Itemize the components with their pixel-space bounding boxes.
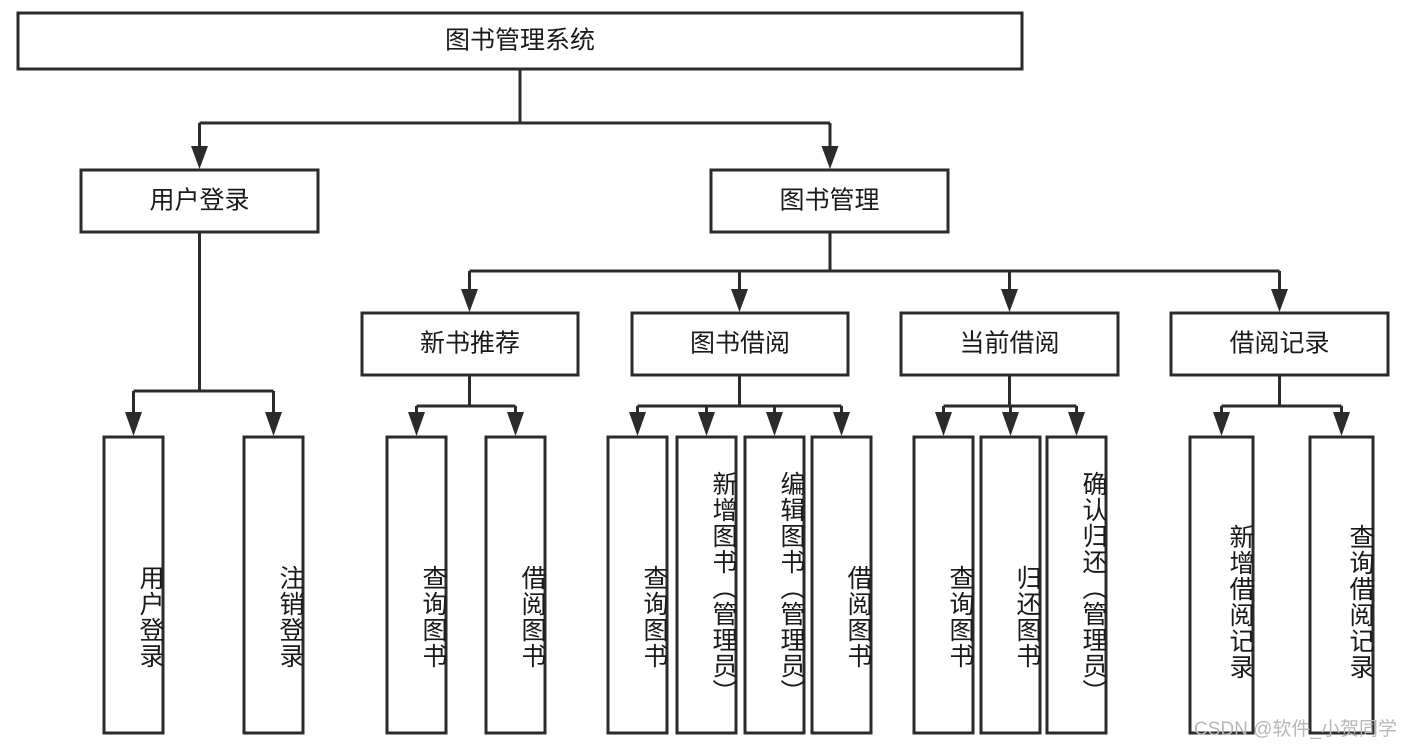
node-book-borrow-box[interactable]	[630, 311, 850, 377]
arrow-bookmgmt-to-borrow-icon	[731, 289, 748, 312]
node-new-book-recommend-box[interactable]	[360, 311, 580, 377]
node-root-box[interactable]	[16, 11, 1024, 71]
leaf-box-query-book-borrow[interactable]	[606, 435, 669, 735]
arrow-bookborrow-leaf-3-icon	[766, 412, 783, 436]
node-borrow-record-label: 借阅记录	[1229, 330, 1329, 358]
leaf-box-add-borrow-record[interactable]	[1188, 435, 1255, 735]
node-book-management-label: 图书管理	[779, 187, 879, 215]
arrow-currentborrow-leaf-3-icon	[1068, 412, 1085, 436]
arrow-bookborrow-leaf-1-icon	[629, 412, 646, 436]
node-book-borrow-label: 图书借阅	[690, 330, 790, 358]
arrow-bookmgmt-to-current-icon	[1001, 289, 1018, 312]
node-root-label: 图书管理系统	[445, 27, 595, 55]
leaf-box-confirm-return-admin[interactable]	[1045, 435, 1108, 735]
leaf-box-add-book-admin[interactable]	[675, 435, 738, 735]
leaf-box-borrow-book[interactable]	[810, 435, 873, 735]
arrow-borrowrecord-leaf-2-icon	[1333, 412, 1350, 436]
arrow-bookmgmt-to-record-icon	[1271, 289, 1288, 312]
arrow-borrowrecord-leaf-1-icon	[1213, 412, 1230, 436]
leaf-box-edit-book-admin[interactable]	[743, 435, 806, 735]
node-new-book-recommend-label: 新书推荐	[420, 330, 520, 358]
leaf-box-query-book-newbook[interactable]	[385, 435, 448, 735]
arrow-currentborrow-leaf-1-icon	[935, 412, 952, 436]
leaf-box-return-book[interactable]	[979, 435, 1042, 735]
leaf-box-query-borrow-record[interactable]	[1308, 435, 1375, 735]
leaf-box-logout[interactable]	[242, 435, 305, 735]
arrow-root-to-user-login-icon	[191, 146, 208, 169]
node-current-borrow-label: 当前借阅	[959, 330, 1059, 358]
arrow-bookborrow-leaf-4-icon	[833, 412, 850, 436]
connectors-group	[125, 69, 1350, 436]
leaf-box-user-login[interactable]	[102, 435, 165, 735]
arrow-userlogin-leaf-2-icon	[265, 412, 282, 436]
leaf-box-borrow-book-newbook[interactable]	[484, 435, 547, 735]
arrow-bookmgmt-to-newbook-icon	[461, 289, 478, 312]
csdn-watermark: CSDN @软件_小贺同学	[1194, 719, 1397, 740]
arrow-root-to-book-mgmt-icon	[821, 146, 839, 169]
node-borrow-record-box[interactable]	[1169, 311, 1390, 377]
arrow-newbook-leaf-1-icon	[408, 412, 425, 436]
arrow-currentborrow-leaf-2-icon	[1002, 412, 1019, 436]
node-book-management-box[interactable]	[709, 168, 950, 234]
node-current-borrow-box[interactable]	[899, 311, 1120, 377]
arrow-userlogin-leaf-1-icon	[125, 412, 142, 436]
arrow-bookborrow-leaf-2-icon	[698, 412, 715, 436]
node-user-login-label: 用户登录	[149, 187, 249, 215]
leaf-box-query-book-current[interactable]	[912, 435, 975, 735]
nodes-group: 图书管理系统 用户登录 图书管理 新书推荐 图书借阅 当前借阅 借阅记录	[16, 11, 1390, 735]
arrow-newbook-leaf-2-icon	[507, 412, 524, 436]
node-user-login-box[interactable]	[79, 168, 320, 234]
